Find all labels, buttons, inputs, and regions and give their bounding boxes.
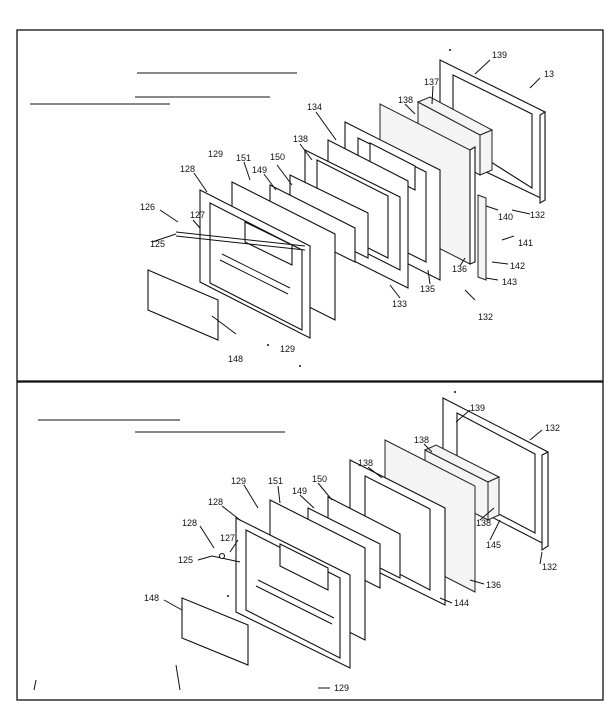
label-128: 128 — [182, 518, 197, 528]
label-125: 125 — [178, 555, 193, 565]
label-129: 129 — [280, 344, 295, 354]
bottom-panel-border — [16, 381, 604, 701]
label-125: 125 — [150, 239, 165, 249]
nameplate-148 — [147, 269, 219, 341]
bottom-panel: 139 132 138 138 129 151 150 128 149 138 … — [16, 381, 604, 701]
nameplate-148 — [181, 597, 249, 666]
label-133: 133 — [392, 299, 407, 309]
door-handle-125 — [211, 552, 241, 563]
label-126: 126 — [140, 202, 155, 212]
top-leader-lines — [151, 59, 541, 335]
label-138: 138 — [398, 95, 413, 105]
label-143: 143 — [502, 277, 517, 287]
label-144: 144 — [454, 598, 469, 608]
label-128: 128 — [180, 164, 195, 174]
label-151: 151 — [268, 476, 283, 486]
label-140: 140 — [498, 212, 513, 222]
label-128: 128 — [208, 497, 223, 507]
label-142: 142 — [510, 261, 525, 271]
label-132: 132 — [478, 312, 493, 322]
label-148: 148 — [228, 354, 243, 364]
top-panel-border — [16, 29, 604, 382]
label-127: 127 — [190, 210, 205, 220]
label-129: 129 — [334, 683, 349, 693]
label-129: 129 — [208, 149, 223, 159]
label-13: 13 — [544, 69, 554, 79]
label-132: 132 — [542, 562, 557, 572]
label-136: 136 — [486, 580, 501, 590]
label-138: 138 — [358, 458, 373, 468]
label-127: 127 — [220, 533, 235, 543]
label-150: 150 — [312, 474, 327, 484]
label-149: 149 — [252, 165, 267, 175]
label-145: 145 — [486, 540, 501, 550]
label-138: 138 — [293, 134, 308, 144]
door-rear-frame — [442, 397, 549, 552]
door-handle-125 — [175, 231, 306, 251]
label-149: 149 — [292, 486, 307, 496]
top-part-labels: 139 13 137 138 134 138 129 151 150 128 1… — [140, 49, 554, 367]
top-panel: 139 13 137 138 134 138 129 151 150 128 1… — [16, 29, 604, 382]
label-136: 136 — [452, 264, 467, 274]
label-134: 134 — [307, 102, 322, 112]
label-150: 150 — [270, 152, 285, 162]
label-138: 138 — [414, 435, 429, 445]
label-141: 141 — [518, 238, 533, 248]
crop-mark — [33, 679, 37, 691]
label-138: 138 — [476, 518, 491, 528]
label-137: 137 — [424, 77, 439, 87]
label-132: 132 — [545, 423, 560, 433]
hinge-strip — [464, 194, 515, 301]
crop-mark — [175, 664, 181, 691]
label-135: 135 — [420, 284, 435, 294]
label-148: 148 — [144, 593, 159, 603]
label-129: 129 — [231, 476, 246, 486]
outer-door-128 — [199, 189, 311, 339]
label-151: 151 — [236, 153, 251, 163]
outer-door-128 — [235, 517, 351, 669]
label-132: 132 — [530, 210, 545, 220]
bottom-leader-lines — [163, 409, 543, 689]
bottom-part-labels: 139 132 138 138 129 151 150 128 149 138 … — [33, 391, 560, 693]
label-139: 139 — [470, 403, 485, 413]
label-139: 139 — [492, 50, 507, 60]
